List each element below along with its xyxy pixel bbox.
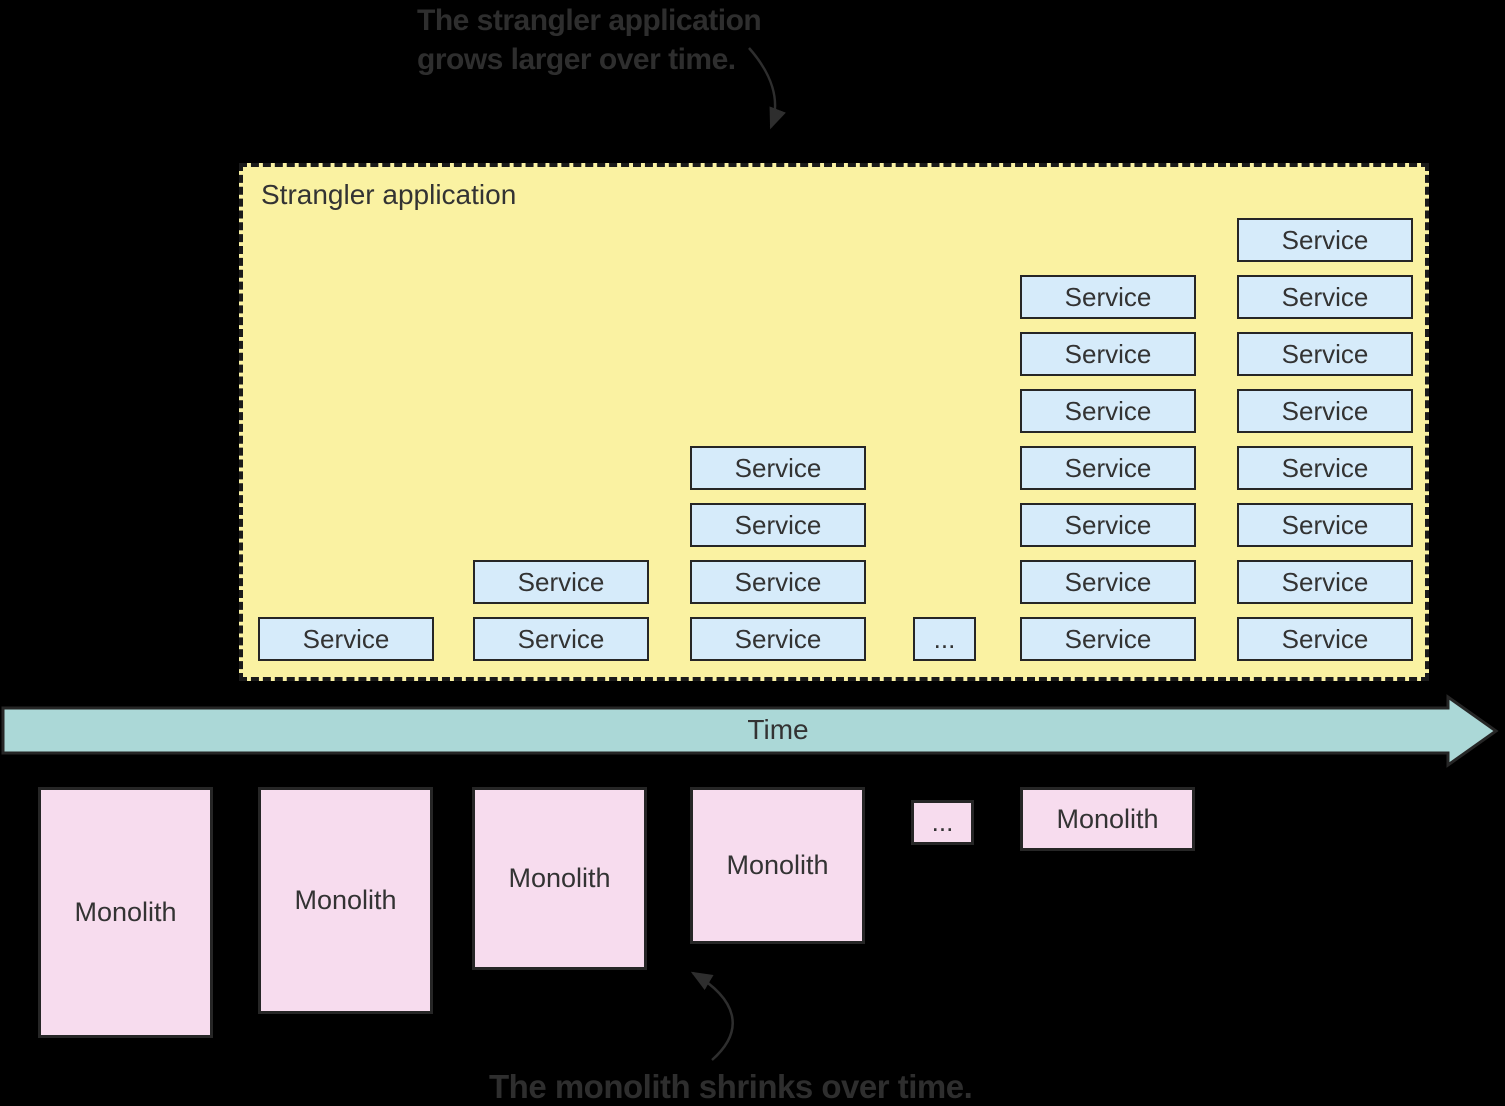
service-box: Service [1237, 275, 1413, 319]
service-box: Service [1020, 332, 1196, 376]
monolith-box-5: Monolith [1020, 787, 1195, 851]
time-arrow-shape [1, 694, 1499, 768]
service-box: Service [1237, 503, 1413, 547]
service-box: Service [1237, 218, 1413, 262]
service-box: Service [473, 617, 649, 661]
service-box: Service [1020, 446, 1196, 490]
monolith-box-1: Monolith [38, 787, 213, 1038]
time-label: Time [747, 714, 809, 745]
service-ellipsis-box: ... [913, 617, 976, 661]
service-box: Service [1237, 560, 1413, 604]
service-box: Service [1020, 503, 1196, 547]
service-box: Service [1020, 389, 1196, 433]
arrow-to-monolith [690, 971, 734, 1061]
service-box: Service [1020, 275, 1196, 319]
service-box: Service [690, 617, 866, 661]
strangler-application-title: Strangler application [261, 179, 517, 210]
annotation-strangler-line2: grows larger over time. [417, 43, 736, 76]
service-box: Service [1237, 446, 1413, 490]
service-box: Service [690, 560, 866, 604]
service-box: Service [1237, 617, 1413, 661]
monolith-box-4: Monolith [690, 787, 865, 944]
annotation-strangler-grows: The strangler application grows larger o… [417, 1, 762, 79]
monolith-box-2: Monolith [258, 787, 433, 1014]
service-box: Service [473, 560, 649, 604]
annotation-monolith-shrinks: The monolith shrinks over time. [489, 1068, 973, 1105]
annotation-strangler-line1: The strangler application [417, 4, 762, 37]
service-box: Service [1020, 560, 1196, 604]
time-arrow [1, 694, 1499, 768]
service-box: Service [690, 503, 866, 547]
service-box: Service [1237, 389, 1413, 433]
service-column-1: Service [258, 617, 434, 661]
service-box: Service [690, 446, 866, 490]
service-box: Service [258, 617, 434, 661]
service-box: Service [1020, 617, 1196, 661]
service-box: Service [1237, 332, 1413, 376]
monolith-box-3: Monolith [472, 787, 647, 970]
monolith-ellipsis-box: ... [911, 800, 974, 845]
